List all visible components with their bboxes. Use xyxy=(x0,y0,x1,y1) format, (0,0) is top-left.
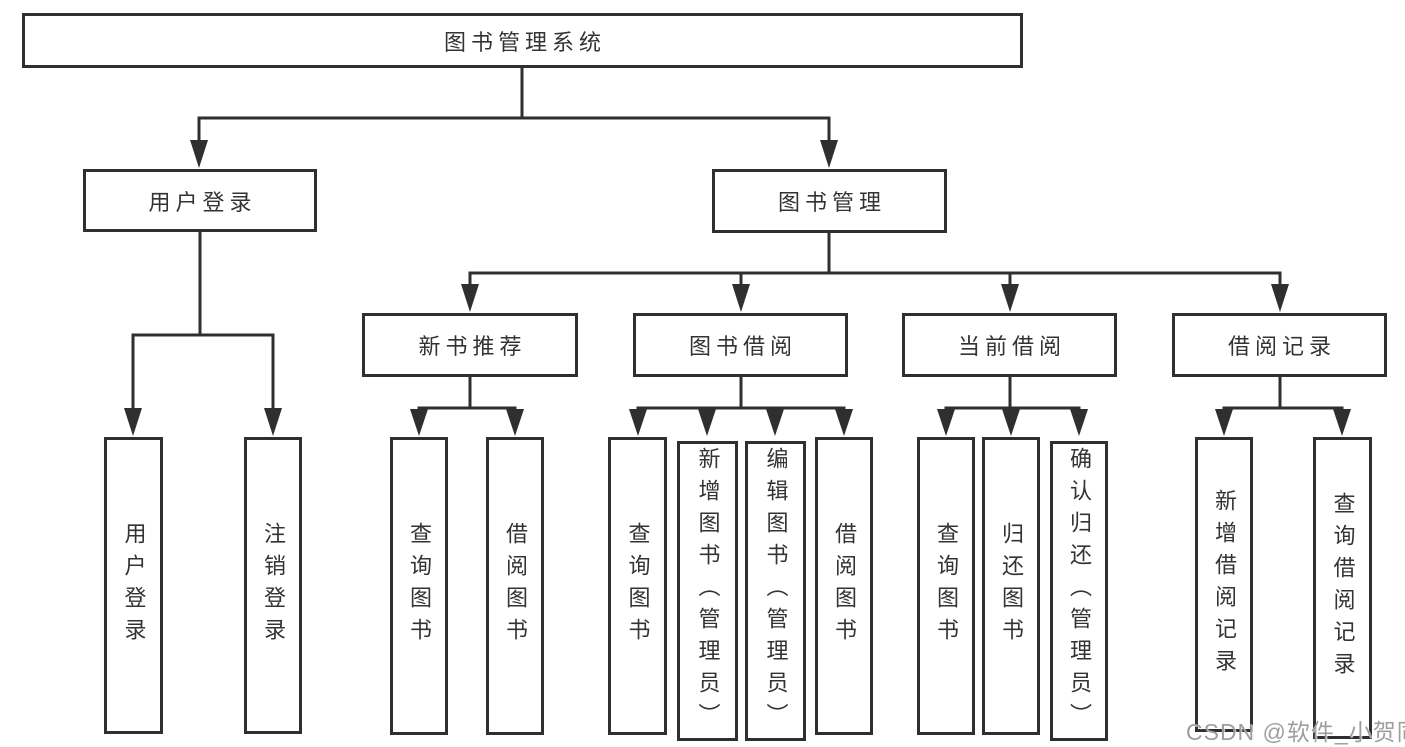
node-book-borrowing: 图书借阅 xyxy=(633,313,848,377)
node-current-borrowing: 当前借阅 xyxy=(902,313,1117,377)
node-label: 图书借阅 xyxy=(688,334,797,359)
node-book-management: 图书管理 xyxy=(712,169,947,233)
leaf-add-book-admin: 新增图书（管理员） xyxy=(677,441,738,741)
node-label: 借阅记录 xyxy=(1227,334,1336,359)
leaf-borrow-books-borrowing: 借阅图书 xyxy=(815,437,873,735)
node-label: 图书管理系统 xyxy=(443,29,606,55)
leaf-label: 用户登录 xyxy=(121,521,147,650)
node-label: 图书管理 xyxy=(777,190,886,215)
leaf-user-login: 用户登录 xyxy=(104,437,163,734)
node-user-login: 用户登录 xyxy=(83,169,317,232)
node-label: 用户登录 xyxy=(148,189,257,215)
leaf-confirm-return-admin: 确认归还（管理员） xyxy=(1050,441,1108,741)
node-new-book-recommendation: 新书推荐 xyxy=(362,313,578,377)
leaf-return-book: 归还图书 xyxy=(982,437,1040,735)
leaf-label: 借阅图书 xyxy=(503,522,528,650)
leaf-query-books-borrowing: 查询图书 xyxy=(608,437,667,735)
leaf-label: 查询图书 xyxy=(934,522,959,650)
leaf-label: 查询图书 xyxy=(625,522,651,650)
leaf-label: 新增借阅记录 xyxy=(1212,488,1237,681)
node-label: 当前借阅 xyxy=(957,334,1066,359)
leaf-query-books-current: 查询图书 xyxy=(917,437,975,735)
leaf-query-borrow-record: 查询借阅记录 xyxy=(1313,437,1372,739)
leaf-label: 编辑图书（管理员） xyxy=(763,447,789,735)
csdn-watermark: CSDN @软件_小贺同学 xyxy=(1186,719,1405,745)
leaf-label: 新增图书（管理员） xyxy=(695,447,721,735)
leaf-label: 确认归还（管理员） xyxy=(1067,447,1092,735)
leaf-label: 查询借阅记录 xyxy=(1330,492,1356,684)
leaf-label: 借阅图书 xyxy=(832,522,857,650)
leaf-edit-book-admin: 编辑图书（管理员） xyxy=(745,441,806,741)
node-library-management-system: 图书管理系统 xyxy=(22,13,1023,68)
leaf-query-books-recommend: 查询图书 xyxy=(390,437,448,735)
leaf-add-borrow-record: 新增借阅记录 xyxy=(1195,437,1253,732)
leaf-label: 查询图书 xyxy=(407,522,432,650)
node-borrowing-records: 借阅记录 xyxy=(1172,313,1387,377)
node-label: 新书推荐 xyxy=(418,334,527,359)
leaf-logout: 注销登录 xyxy=(244,437,302,734)
leaf-borrow-books-recommend: 借阅图书 xyxy=(486,437,544,735)
leaf-label: 注销登录 xyxy=(261,521,286,650)
leaf-label: 归还图书 xyxy=(999,522,1024,650)
